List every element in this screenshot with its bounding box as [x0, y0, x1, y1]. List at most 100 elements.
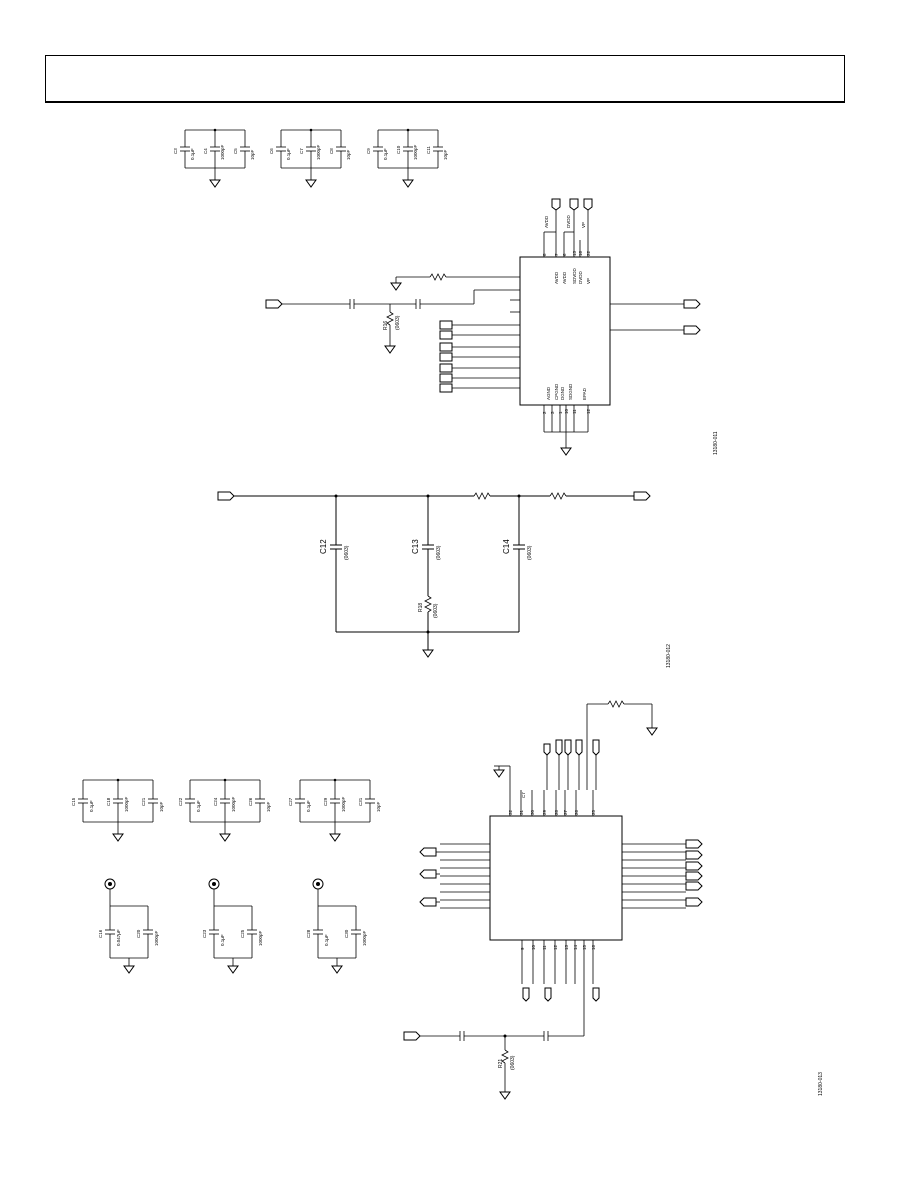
fig3-input-port-icon — [403, 1031, 421, 1041]
fig1-output-port-icon-2 — [683, 325, 701, 335]
fig3-cap-value: 0.1µF — [306, 800, 311, 812]
fig1-bottom-pin-number: 3 — [550, 411, 555, 414]
fig1-bottom-pin-name: EPAD — [582, 387, 587, 400]
fig1-cap-value: 1000pF — [316, 144, 321, 160]
fig1-bottom-pin-name: DGND — [560, 386, 565, 400]
fig1-cap-value: 10pF — [346, 149, 351, 160]
r21-value: (0603) — [510, 1055, 516, 1070]
fig3-bulk-cap-label: C25 — [240, 929, 245, 938]
fig3-cap-label: C22 — [178, 797, 183, 806]
c7-label: C7 — [521, 792, 526, 798]
fig3-decoupling-ground-icon — [219, 833, 231, 842]
fig1-right-outputs — [610, 299, 701, 335]
fig3-top-pin-number: 26 — [574, 809, 579, 815]
fig3-bottom-pin-number: 16 — [591, 944, 596, 950]
fig1-left-port-7-icon — [439, 383, 453, 393]
fig1-top-pin-number: 7 — [554, 253, 559, 256]
fig1-left-port-6-icon — [439, 373, 453, 383]
r18-resistor-icon — [424, 595, 432, 613]
r18-value: (0603) — [433, 603, 439, 618]
fig3-ic-body — [489, 815, 623, 941]
fig1-bottom-pin-name: SDGND — [568, 383, 573, 400]
fig3-right-port-1-icon — [685, 839, 703, 849]
fig1-left-port-4-icon — [439, 352, 453, 362]
fig1-cap-value: 10pF — [443, 149, 448, 160]
fig1-left-port-1-icon — [439, 320, 453, 330]
fig3-bottom-port-1-icon — [522, 987, 530, 1002]
fig3-bottom-port-3-icon — [592, 987, 600, 1002]
fig3-bulk-1: C16 0.047µF C20 1000pF — [98, 878, 159, 974]
fig3-top-pin-number: 29 — [542, 809, 547, 815]
fig2-input-port-icon — [217, 491, 235, 501]
fig3-bulk-cap-label: C30 — [344, 929, 349, 938]
fig3-bulk-ground-icon — [227, 965, 239, 974]
fig1-left-port-2-icon — [439, 330, 453, 340]
c12-value: (0603) — [344, 545, 350, 560]
net-label-avdd: AVDD — [544, 215, 549, 228]
fig1-cap-label: C3 — [173, 148, 178, 154]
page-header-box — [45, 55, 845, 103]
fig3-right-port-2-icon — [685, 850, 703, 860]
fig3-decoupling-ground-icon — [112, 833, 124, 842]
fig1-left-ports — [439, 320, 520, 393]
fig3-bottom-pin-number: 10 — [531, 944, 536, 950]
fig1-cap-label: C9 — [366, 148, 371, 154]
fig3-right-port-5-icon — [685, 881, 703, 891]
fig1-left-network: R16 (0603) — [265, 273, 520, 354]
r16-label: R16 — [383, 321, 389, 330]
fig3-ground-icon-bottom — [499, 1091, 511, 1100]
fig3-bottom-port-2-icon — [544, 987, 552, 1002]
dvdd-flag-icon — [569, 198, 579, 211]
fig3-bulk-cap-label: C20 — [136, 929, 141, 938]
fig3-top-port-1-icon — [543, 743, 551, 756]
fig1-left-port-3-icon — [439, 342, 453, 352]
fig3-left-port-2-icon — [419, 869, 437, 879]
fig3-cap-value: 1000pF — [231, 796, 236, 812]
fig1-bottom-pin-number: 1 — [558, 411, 563, 414]
fig3-bulk-cap-label: C16 — [98, 929, 103, 938]
r16-resistor-icon — [386, 311, 394, 326]
fig2-resistor-1-icon — [473, 492, 491, 500]
fig1-cap-value: 0.1µF — [383, 148, 388, 160]
fig1-cap-label: C6 — [269, 148, 274, 154]
fig1-id: 13180-011 — [713, 431, 719, 455]
fig3-left-connections — [419, 843, 490, 909]
fig3-top-pin-number: 27 — [563, 809, 568, 815]
fig3-bulk-cap-value: 0.047µF — [116, 929, 121, 946]
fig3-top-pin-number: 32 — [508, 809, 513, 815]
fig1-cap-label: C7 — [299, 148, 304, 154]
fig1-cap-label: C5 — [233, 148, 238, 154]
vp-flag-icon — [583, 198, 593, 211]
fig1-cap-value: 10pF — [250, 149, 255, 160]
fig3-top-pin-number: 25 — [591, 809, 596, 815]
fig1-output-port-icon-1 — [683, 299, 701, 309]
fig3-cap-value: 10pF — [376, 801, 381, 812]
fig3-cap-label: C15 — [71, 797, 76, 806]
fig1-cap-label: C8 — [329, 148, 334, 154]
fig3-ground-icon-right — [646, 727, 658, 736]
fig1-bottom-pin-number: 2 — [542, 411, 547, 414]
fig3-bottom-pin-number: 11 — [542, 945, 547, 950]
fig1-bottom-pin-number: 11 — [572, 409, 577, 414]
fig1-top-pin-name: AVDD — [554, 271, 559, 284]
fig3-bulk-cap-value: 0.1µF — [220, 934, 225, 946]
fig1-decoupling-ground-icon — [305, 179, 317, 188]
fig3-cap-label: C27 — [288, 797, 293, 806]
r21-resistor-icon — [501, 1049, 509, 1064]
fig3-cap-value: 1000pF — [124, 796, 129, 812]
fig1-top-pin-number: 6 — [562, 253, 567, 256]
fig3-top-port-4-icon — [575, 739, 583, 756]
fig3-bulk-cap-value: 1000pF — [258, 930, 263, 946]
avdd-flag-icon — [551, 198, 561, 211]
fig3-bulk-cap-value: 1000pF — [154, 930, 159, 946]
fig1-top-pin-number: 13 — [572, 250, 577, 256]
fig3-top-port-5-icon — [592, 739, 600, 756]
